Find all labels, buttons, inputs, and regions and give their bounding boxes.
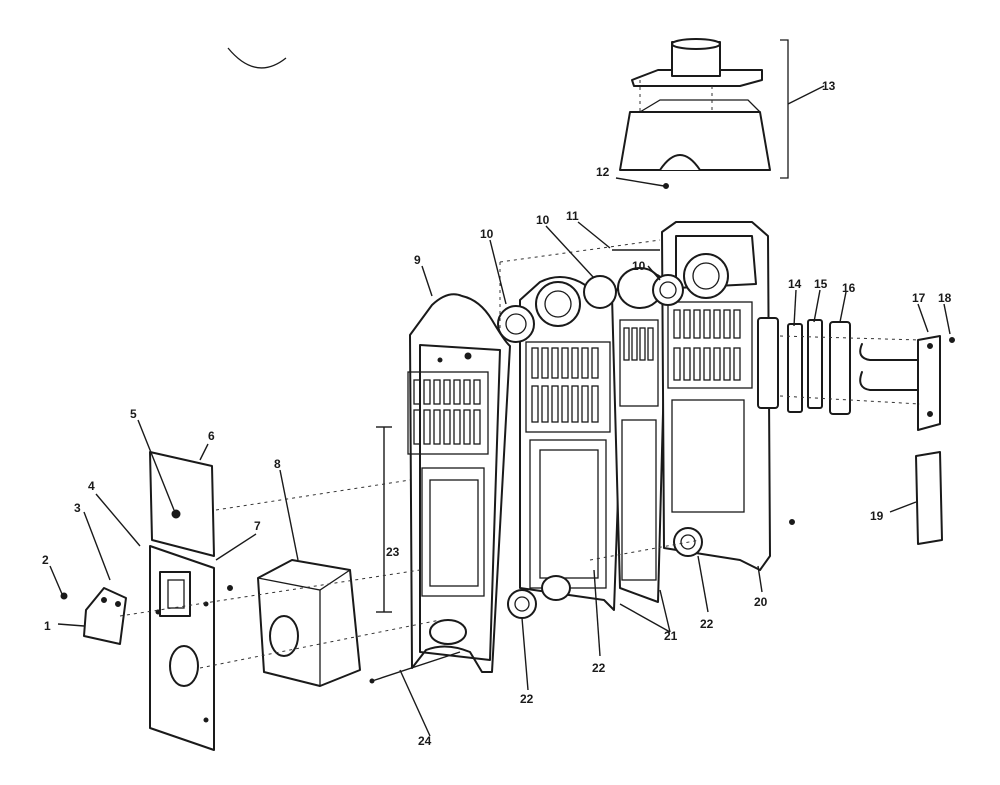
callout-24: 24 [418,734,432,748]
bracket-13 [780,39,789,179]
back-section-fins [673,309,741,381]
gasket-14 [787,323,803,413]
leader-lines [49,85,951,737]
panel-burner-opening [169,645,199,687]
back-section-window [671,399,745,513]
sight-cover [83,587,127,645]
rear-cleanout-parts [787,319,955,545]
back-section-port-inner [692,262,720,290]
front-section-9 [407,293,511,673]
intermediate-section-window-inner [539,449,599,579]
callout-20: 20 [754,595,768,609]
callout-10c: 10 [632,259,646,273]
tie-rod-24 [371,651,461,682]
front-section-lower-port [429,619,467,645]
callout-4: 4 [88,479,95,493]
back-section-side-opening [757,317,779,409]
panel-sight-opening [159,571,191,617]
rear-cover-19 [915,451,943,545]
callout-3: 3 [74,501,81,515]
callout-21: 21 [664,629,678,643]
front-section-bolt [464,352,472,360]
back-section-fin-area [667,301,753,389]
callout-9: 9 [414,253,421,267]
callout-16: 16 [842,281,856,295]
assembly-centerlines [119,80,921,669]
coil-flange-plate [917,335,941,431]
front-section-outline [409,293,511,673]
callout-22b: 22 [592,661,606,675]
intermediate-section-b-fins [619,319,659,407]
intermediate-section-b-window [621,419,657,581]
callout-23: 23 [386,545,400,559]
intermediate-section-fin-area [525,341,611,433]
intermediate-section-lower-port [541,575,571,601]
nipple-22-a [507,589,537,619]
intermediate-section-port-inner [544,290,572,318]
front-section-window [421,467,485,597]
intermediate-section-b-fin-bars [623,327,654,361]
callout-22c: 22 [520,692,534,706]
intermediate-section-port [535,281,581,327]
front-section-window-inner [429,479,479,587]
cover-plate-screw [171,509,181,519]
gasket-15 [807,319,823,409]
intermediate-section-21 [519,276,625,611]
callout-2: 2 [42,553,49,567]
flue-hood-arch [659,154,701,171]
screw-18 [949,337,955,343]
back-section-20 [661,221,779,571]
combustion-chamber [257,559,361,687]
front-section-fin-area [407,371,489,455]
callout-15: 15 [814,277,828,291]
intermediate-section-fins [531,347,599,423]
push-nipples-top [497,274,684,343]
flue-outlet-rim [671,38,721,50]
callout-5: 5 [130,407,137,421]
callout-18: 18 [938,291,952,305]
front-section-face [419,344,501,661]
front-section-fins [413,379,481,445]
callout-7: 7 [254,519,261,533]
gasket-16 [829,321,851,415]
screw-2 [60,592,68,600]
flue-collector-assembly [619,38,789,179]
callout-13: 13 [822,79,836,93]
callout-labels: 1 2 3 4 5 6 7 8 9 10 10 10 11 12 13 14 1… [42,79,952,748]
heating-coil [859,343,919,391]
callout-19: 19 [870,509,884,523]
flue-collector-plate [631,69,763,87]
callout-17: 17 [912,291,926,305]
flue-hood [619,111,771,171]
observation-cover-plate [149,451,215,557]
callout-12: 12 [596,165,610,179]
nipple-10-c [652,274,684,306]
callout-22a: 22 [700,617,714,631]
callout-6: 6 [208,429,215,443]
callout-10b: 10 [536,213,550,227]
front-panel-assembly [149,451,215,751]
callout-8: 8 [274,457,281,471]
front-section-bolt-2 [437,357,443,363]
callout-11: 11 [566,209,579,223]
back-section-top-panel [675,235,757,289]
callout-14: 14 [788,277,802,291]
nipple-10-b [583,275,617,309]
flue-hood-top [639,99,761,113]
screw-12 [615,177,665,187]
intermediate-section-outline [519,276,625,611]
intermediate-section-21b [611,267,667,603]
back-section-port [683,253,729,299]
callout-1: 1 [44,619,51,633]
callout-10a: 10 [480,227,494,241]
nipple-10-a [497,305,535,343]
stray-arc [227,47,287,69]
combustion-chamber-port [269,615,299,657]
